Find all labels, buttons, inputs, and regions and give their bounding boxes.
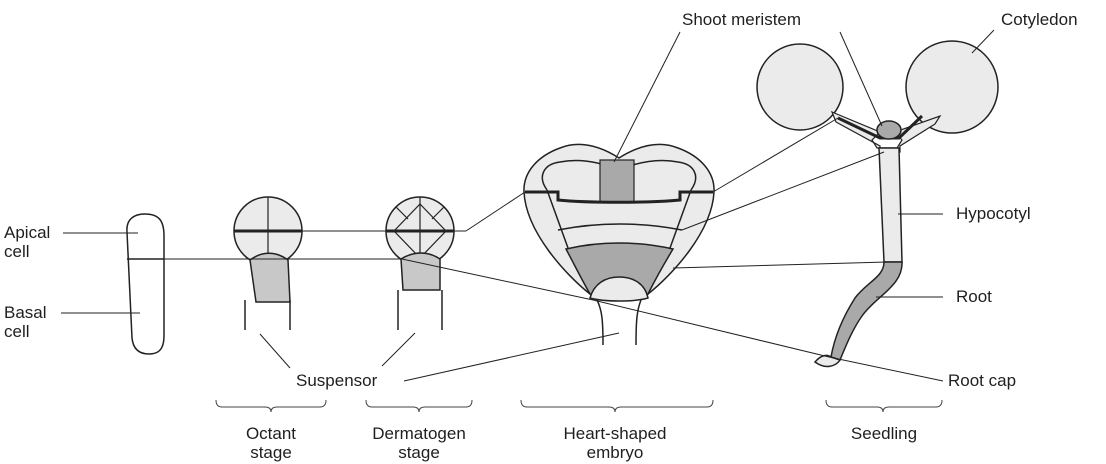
apical-cell-label: Apical cell bbox=[4, 223, 50, 261]
seedling-root bbox=[831, 262, 902, 360]
two-cell-embryo bbox=[127, 214, 164, 354]
heart-shoot-meristem bbox=[600, 160, 634, 202]
root-label: Root bbox=[956, 287, 992, 306]
dermatogen-embryo bbox=[386, 197, 454, 330]
bracket-heart bbox=[521, 400, 713, 412]
bracket-seedling bbox=[826, 400, 942, 412]
octant-stage-label-line1: Octant bbox=[221, 424, 321, 443]
pointer-cotyledon-boundary-heart bbox=[466, 192, 525, 231]
pointer-division-rootcap bbox=[593, 300, 829, 357]
heart-stage-label-line2: embryo bbox=[540, 443, 690, 462]
root-cap-label: Root cap bbox=[948, 371, 1016, 390]
heart-stage-label-line1: Heart-shaped bbox=[540, 424, 690, 443]
suspensor-label: Suspensor bbox=[296, 371, 377, 390]
pointer-cotyledon-boundary-seedling bbox=[713, 118, 838, 192]
dermatogen-stage-label-line1: Dermatogen bbox=[359, 424, 479, 443]
seedling-stage-label: Seedling bbox=[834, 424, 934, 443]
pointer-suspensor-heart bbox=[404, 333, 619, 381]
seedling-cotyledon-left bbox=[757, 44, 843, 130]
two-cell-outline bbox=[127, 214, 164, 354]
seedling-hypocotyl bbox=[879, 148, 902, 262]
octant-hypophysis bbox=[250, 253, 290, 302]
basal-cell-label: Basal cell bbox=[4, 303, 47, 341]
heart-suspensor-left bbox=[597, 300, 603, 345]
basal-cell-label-line1: Basal bbox=[4, 303, 47, 322]
basal-cell-label-line2: cell bbox=[4, 322, 47, 341]
pointer-root-cap bbox=[829, 357, 943, 381]
stage-brackets bbox=[216, 400, 942, 412]
pointer-suspensor-octant bbox=[260, 334, 290, 368]
apical-cell-label-line2: cell bbox=[4, 242, 50, 261]
pointer-suspensor-dermatogen bbox=[382, 333, 415, 366]
bracket-octant bbox=[216, 400, 326, 412]
octant-embryo bbox=[234, 197, 302, 330]
heart-shaped-embryo bbox=[524, 144, 714, 345]
dermatogen-stage-label-line2: stage bbox=[359, 443, 479, 462]
octant-stage-label: Octant stage bbox=[221, 424, 321, 462]
cotyledon-label: Cotyledon bbox=[1001, 10, 1078, 29]
bracket-dermatogen bbox=[366, 400, 472, 412]
pointer-root-heart bbox=[673, 262, 887, 268]
hypocotyl-label: Hypocotyl bbox=[956, 204, 1031, 223]
dermatogen-stage-label: Dermatogen stage bbox=[359, 424, 479, 462]
heart-stage-label: Heart-shaped embryo bbox=[540, 424, 690, 462]
shoot-meristem-label: Shoot meristem bbox=[682, 10, 801, 29]
octant-stage-label-line2: stage bbox=[221, 443, 321, 462]
heart-suspensor-right bbox=[636, 300, 641, 345]
dermatogen-hypophysis bbox=[401, 253, 440, 290]
pointer-cotyledon bbox=[972, 30, 994, 53]
apical-cell-label-line1: Apical bbox=[4, 223, 50, 242]
pointer-shoot-meristem-heart bbox=[614, 32, 680, 162]
pointer-shoot-meristem-seedling bbox=[840, 32, 882, 126]
